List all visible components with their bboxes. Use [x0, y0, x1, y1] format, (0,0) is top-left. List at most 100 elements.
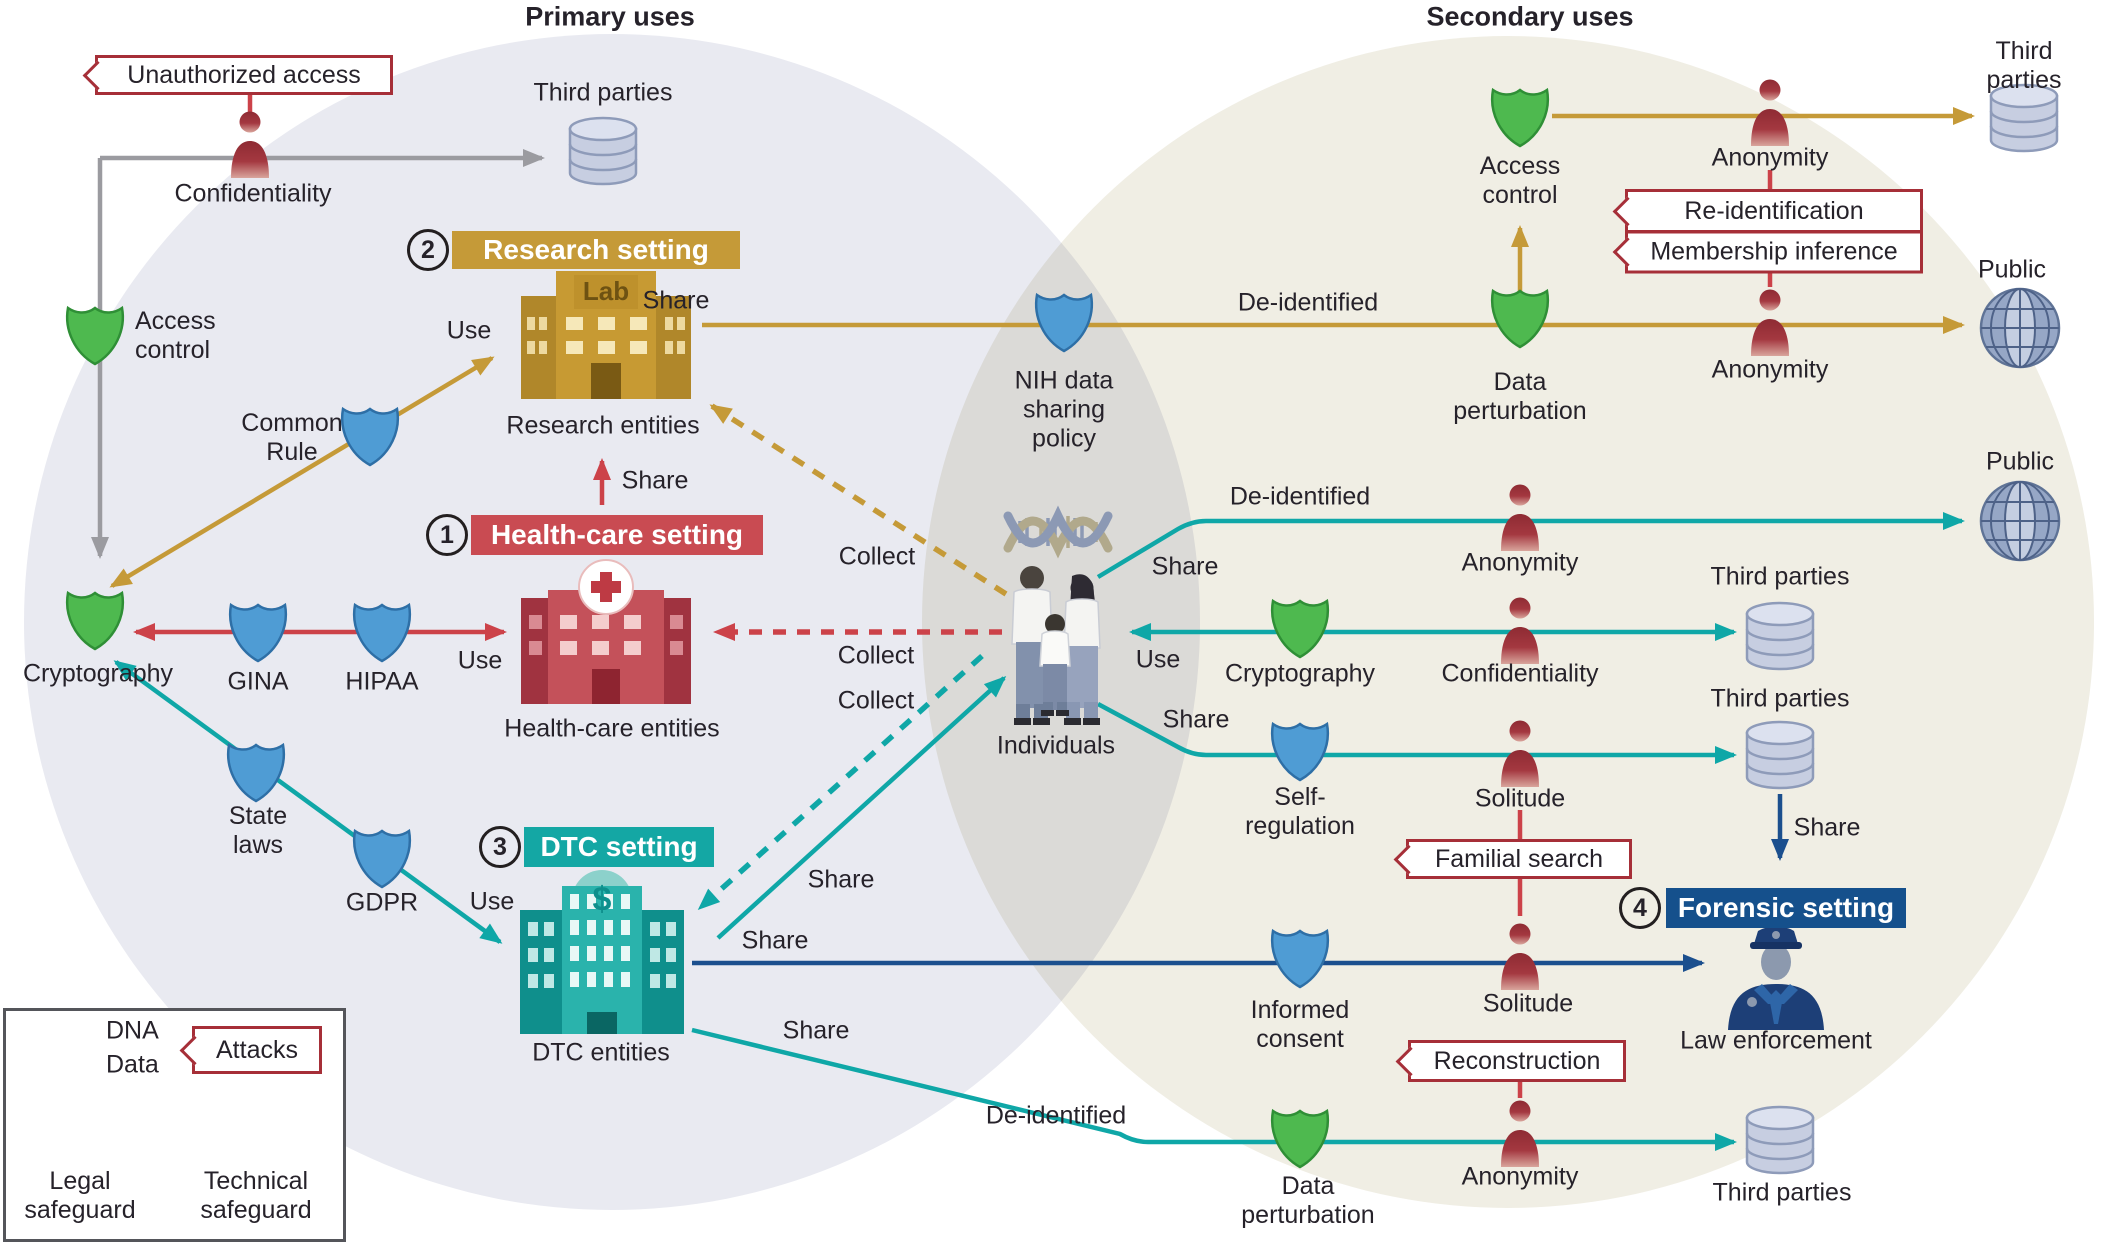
common-rule-shield-icon: [340, 407, 400, 467]
unauthorized-access-label: Unauthorized access: [127, 60, 361, 89]
gina-shield-icon: [228, 603, 288, 663]
share-dtc-individuals-label: Share: [807, 865, 875, 894]
de-identified-teal-label: De-identified: [1229, 482, 1371, 511]
legend-attacks-tag: Attacks: [179, 1026, 322, 1074]
hospital-building-icon: [521, 559, 691, 704]
flow-lines: [28, 94, 1975, 1151]
cryptography-right-label: Cryptography: [1224, 659, 1376, 688]
third-parties-topleft-database-icon: [568, 116, 638, 186]
anonymity-bottom-person-icon: [1501, 1100, 1539, 1167]
data-perturbation-bottom-shield-icon: [1270, 1109, 1330, 1169]
cryptography-right-shield-icon: [1270, 599, 1330, 659]
state-laws-shield-icon: [226, 743, 286, 803]
research-setting-number: 2: [407, 229, 449, 271]
collect-dna-dtc-arrow: [697, 653, 984, 911]
share-dtc-bottom-label: Share: [782, 1016, 850, 1045]
third-parties-row3-label: Third parties: [1710, 562, 1850, 591]
collect-dna-research-arrow: [709, 403, 1008, 597]
re-identification-tag: Re-identification: [1612, 189, 1923, 233]
reconstruction-label: Reconstruction: [1433, 1046, 1601, 1075]
anonymity-bottom-label: Anonymity: [1461, 1162, 1579, 1191]
self-regulation-label: Self- regulation: [1245, 783, 1355, 840]
collect-hospital-label: Collect: [837, 641, 915, 670]
dtc-building-icon: [520, 870, 684, 1034]
use-hospital-label: Use: [457, 646, 503, 675]
third-parties-topleft-label: Third parties: [533, 78, 673, 107]
public-top-globe-icon: [1979, 287, 2061, 369]
hipaa-shield-icon: [352, 603, 412, 663]
individuals-share-selfregulation-arrow: [1096, 702, 1737, 764]
access-control-right-label: Access control: [1479, 152, 1561, 209]
dtc-dollar-label: $: [592, 880, 612, 919]
membership-inference-tag: Membership inference: [1612, 230, 1923, 274]
public-deidentified-globe-icon: [1979, 480, 2061, 562]
familial-search-tag: Familial search: [1393, 839, 1632, 879]
research-setting-badge: Research setting: [452, 231, 740, 269]
share-db-down-label: Share: [1793, 813, 1861, 842]
access-control-left-shield-icon: [65, 306, 125, 366]
informed-consent-shield-icon: [1270, 929, 1330, 989]
share-forensic-label: Share: [741, 926, 809, 955]
legend-attacks-label: Attacks: [216, 1035, 298, 1064]
informed-consent-label: Informed consent: [1250, 996, 1350, 1053]
confidentiality-left-person-icon: [231, 111, 269, 178]
legend-legal-label: Legal safeguard: [24, 1167, 136, 1224]
third-parties-topright-label: Third parties: [1986, 37, 2062, 94]
use-dtc-label: Use: [469, 887, 515, 916]
cryptography-dtc-use-arrow: [113, 660, 503, 944]
individuals-label: Individuals: [996, 731, 1116, 760]
law-enforcement-label: Law enforcement: [1680, 1026, 1872, 1055]
cryptography-research-use-arrow: [109, 356, 495, 588]
forensic-setting-number: 4: [1619, 887, 1661, 929]
dna-icon: [1003, 505, 1113, 559]
unauthorized-access-tag: Unauthorized access: [82, 55, 393, 95]
cryptography-left-shield-icon: [65, 591, 125, 651]
primary-uses-title: Primary uses: [525, 1, 695, 32]
third-parties-confidentiality-database-icon: [1745, 601, 1815, 671]
research-building-icon: [521, 271, 691, 399]
access-control-right-shield-icon: [1490, 88, 1550, 148]
lab-sign-label: Lab: [582, 275, 630, 306]
public-top-label: Public: [1977, 255, 2047, 284]
forensic-setting-badge: Forensic setting: [1666, 888, 1906, 928]
solitude-forensic-label: Solitude: [1482, 989, 1574, 1018]
self-regulation-shield-icon: [1270, 722, 1330, 782]
gdpr-label: GDPR: [345, 888, 419, 917]
solitude-forensic-person-icon: [1501, 923, 1539, 990]
confidentiality-left-label: Confidentiality: [174, 179, 332, 208]
collect-dtc-label: Collect: [837, 686, 915, 715]
healthcare-entities-label: Health-care entities: [504, 714, 720, 743]
confidentiality-right-label: Confidentiality: [1441, 659, 1599, 688]
state-laws-label: State laws: [228, 802, 288, 859]
de-identified-bottom-label: De-identified: [985, 1101, 1127, 1130]
solitude-row4-label: Solitude: [1474, 784, 1566, 813]
dtc-entities-label: DTC entities: [532, 1038, 670, 1067]
access-control-left-label: Access control: [135, 307, 216, 364]
secondary-uses-title: Secondary uses: [1426, 1, 1634, 32]
anonymity-top-label: Anonymity: [1711, 143, 1829, 172]
dtc-share-individuals-arrow: [716, 675, 1007, 940]
hipaa-label: HIPAA: [345, 667, 419, 696]
data-perturbation-top-label: Data perturbation: [1453, 368, 1587, 425]
cryptography-left-label: Cryptography: [22, 659, 174, 688]
healthcare-setting-number: 1: [426, 514, 468, 556]
dtc-setting-badge: DTC setting: [524, 827, 714, 867]
share-row4-label: Share: [1162, 705, 1230, 734]
common-rule-label: Common Rule: [241, 409, 343, 466]
familial-search-label: Familial search: [1434, 844, 1604, 873]
re-identification-label: Re-identification: [1684, 196, 1864, 225]
dtc-setting-number: 3: [479, 826, 521, 868]
collect-research-label: Collect: [838, 542, 916, 571]
de-identified-gold-label: De-identified: [1237, 288, 1379, 317]
gdpr-shield-icon: [352, 829, 412, 889]
third-parties-bottom-label: Third parties: [1712, 1178, 1852, 1207]
legend-dna-label: DNA: [106, 1016, 159, 1045]
individuals-share-public-arrow: [1096, 512, 1965, 579]
individuals-family-icon: [1011, 566, 1101, 725]
legend-technical-label: Technical safeguard: [200, 1167, 312, 1224]
membership-inference-label: Membership inference: [1650, 237, 1898, 266]
share-row2-label: Share: [1151, 552, 1219, 581]
data-perturbation-bottom-label: Data perturbation: [1241, 1172, 1375, 1229]
